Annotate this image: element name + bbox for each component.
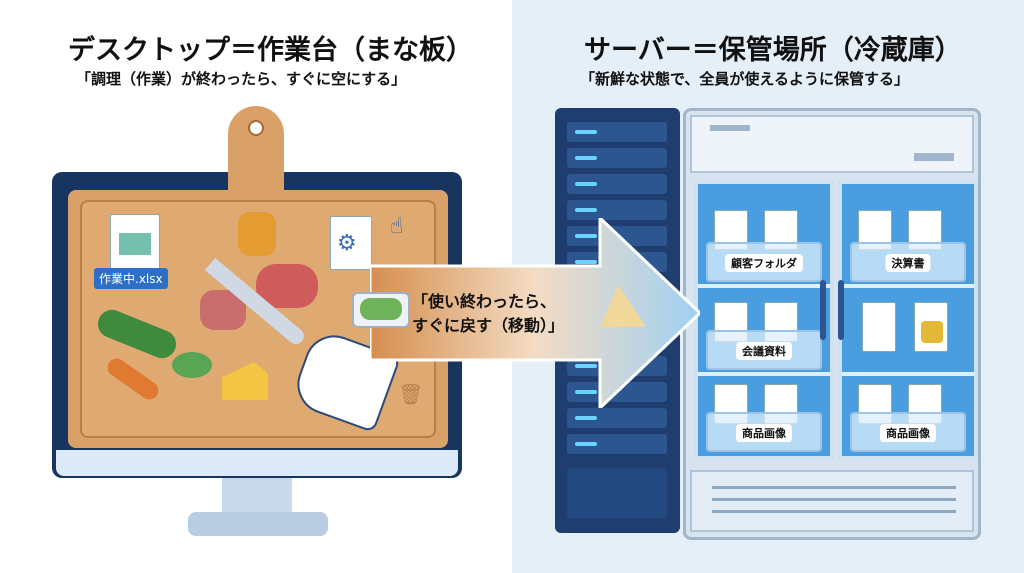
monitor-base — [188, 512, 328, 536]
door-handle-left[interactable] — [820, 280, 826, 340]
bell-pepper-icon — [238, 212, 276, 256]
arrow-caption-line1: 「使い終わったら、 — [412, 292, 557, 311]
coins-document-icon — [914, 302, 948, 352]
refrigerator-door-right[interactable]: 決算書 商品画像 — [838, 180, 978, 460]
refrigerator-vent — [690, 470, 974, 532]
door-handle-right[interactable] — [838, 280, 844, 340]
spreadsheet-file-icon — [110, 214, 160, 276]
left-title: デスクトップ＝作業台（まな板） — [68, 35, 473, 66]
refrigerator-top-panel — [690, 115, 974, 173]
left-subtitle: 「調理（作業）が終わったら、すぐに空にする」 — [76, 70, 407, 88]
bin-label: 決算書 — [885, 254, 931, 272]
right-title: サーバー＝保管場所（冷蔵庫） — [584, 35, 962, 66]
pointer-hand-icon: ☝ — [390, 214, 404, 239]
bin-label: 会議資料 — [736, 342, 792, 360]
bin-label: 商品画像 — [880, 424, 936, 442]
chart-document-icon — [862, 302, 896, 352]
trash-icon: 🗑 — [398, 382, 424, 406]
cutting-board-hole — [248, 120, 264, 136]
bin-label: 顧客フォルダ — [725, 254, 803, 272]
salad-container-icon — [352, 292, 410, 328]
monitor-stand — [222, 478, 292, 514]
bin-label: 商品画像 — [736, 424, 792, 442]
file-label: 作業中.xlsx — [94, 268, 168, 289]
monitor-chin — [56, 450, 458, 476]
refrigerator-door-left[interactable]: 顧客フォルダ 会議資料 商品画像 — [694, 180, 834, 460]
settings-document-icon: ⚙ — [330, 216, 372, 270]
cucumber-slices-icon — [172, 352, 212, 378]
arrow-caption-line2: すぐに戻す（移動）」 — [412, 316, 565, 335]
right-subtitle: 「新鮮な状態で、全員が使えるように保管する」 — [580, 70, 909, 88]
move-arrow — [370, 218, 700, 408]
arrow-caption: 「使い終わったら、 すぐに戻す（移動）」 — [412, 290, 564, 338]
